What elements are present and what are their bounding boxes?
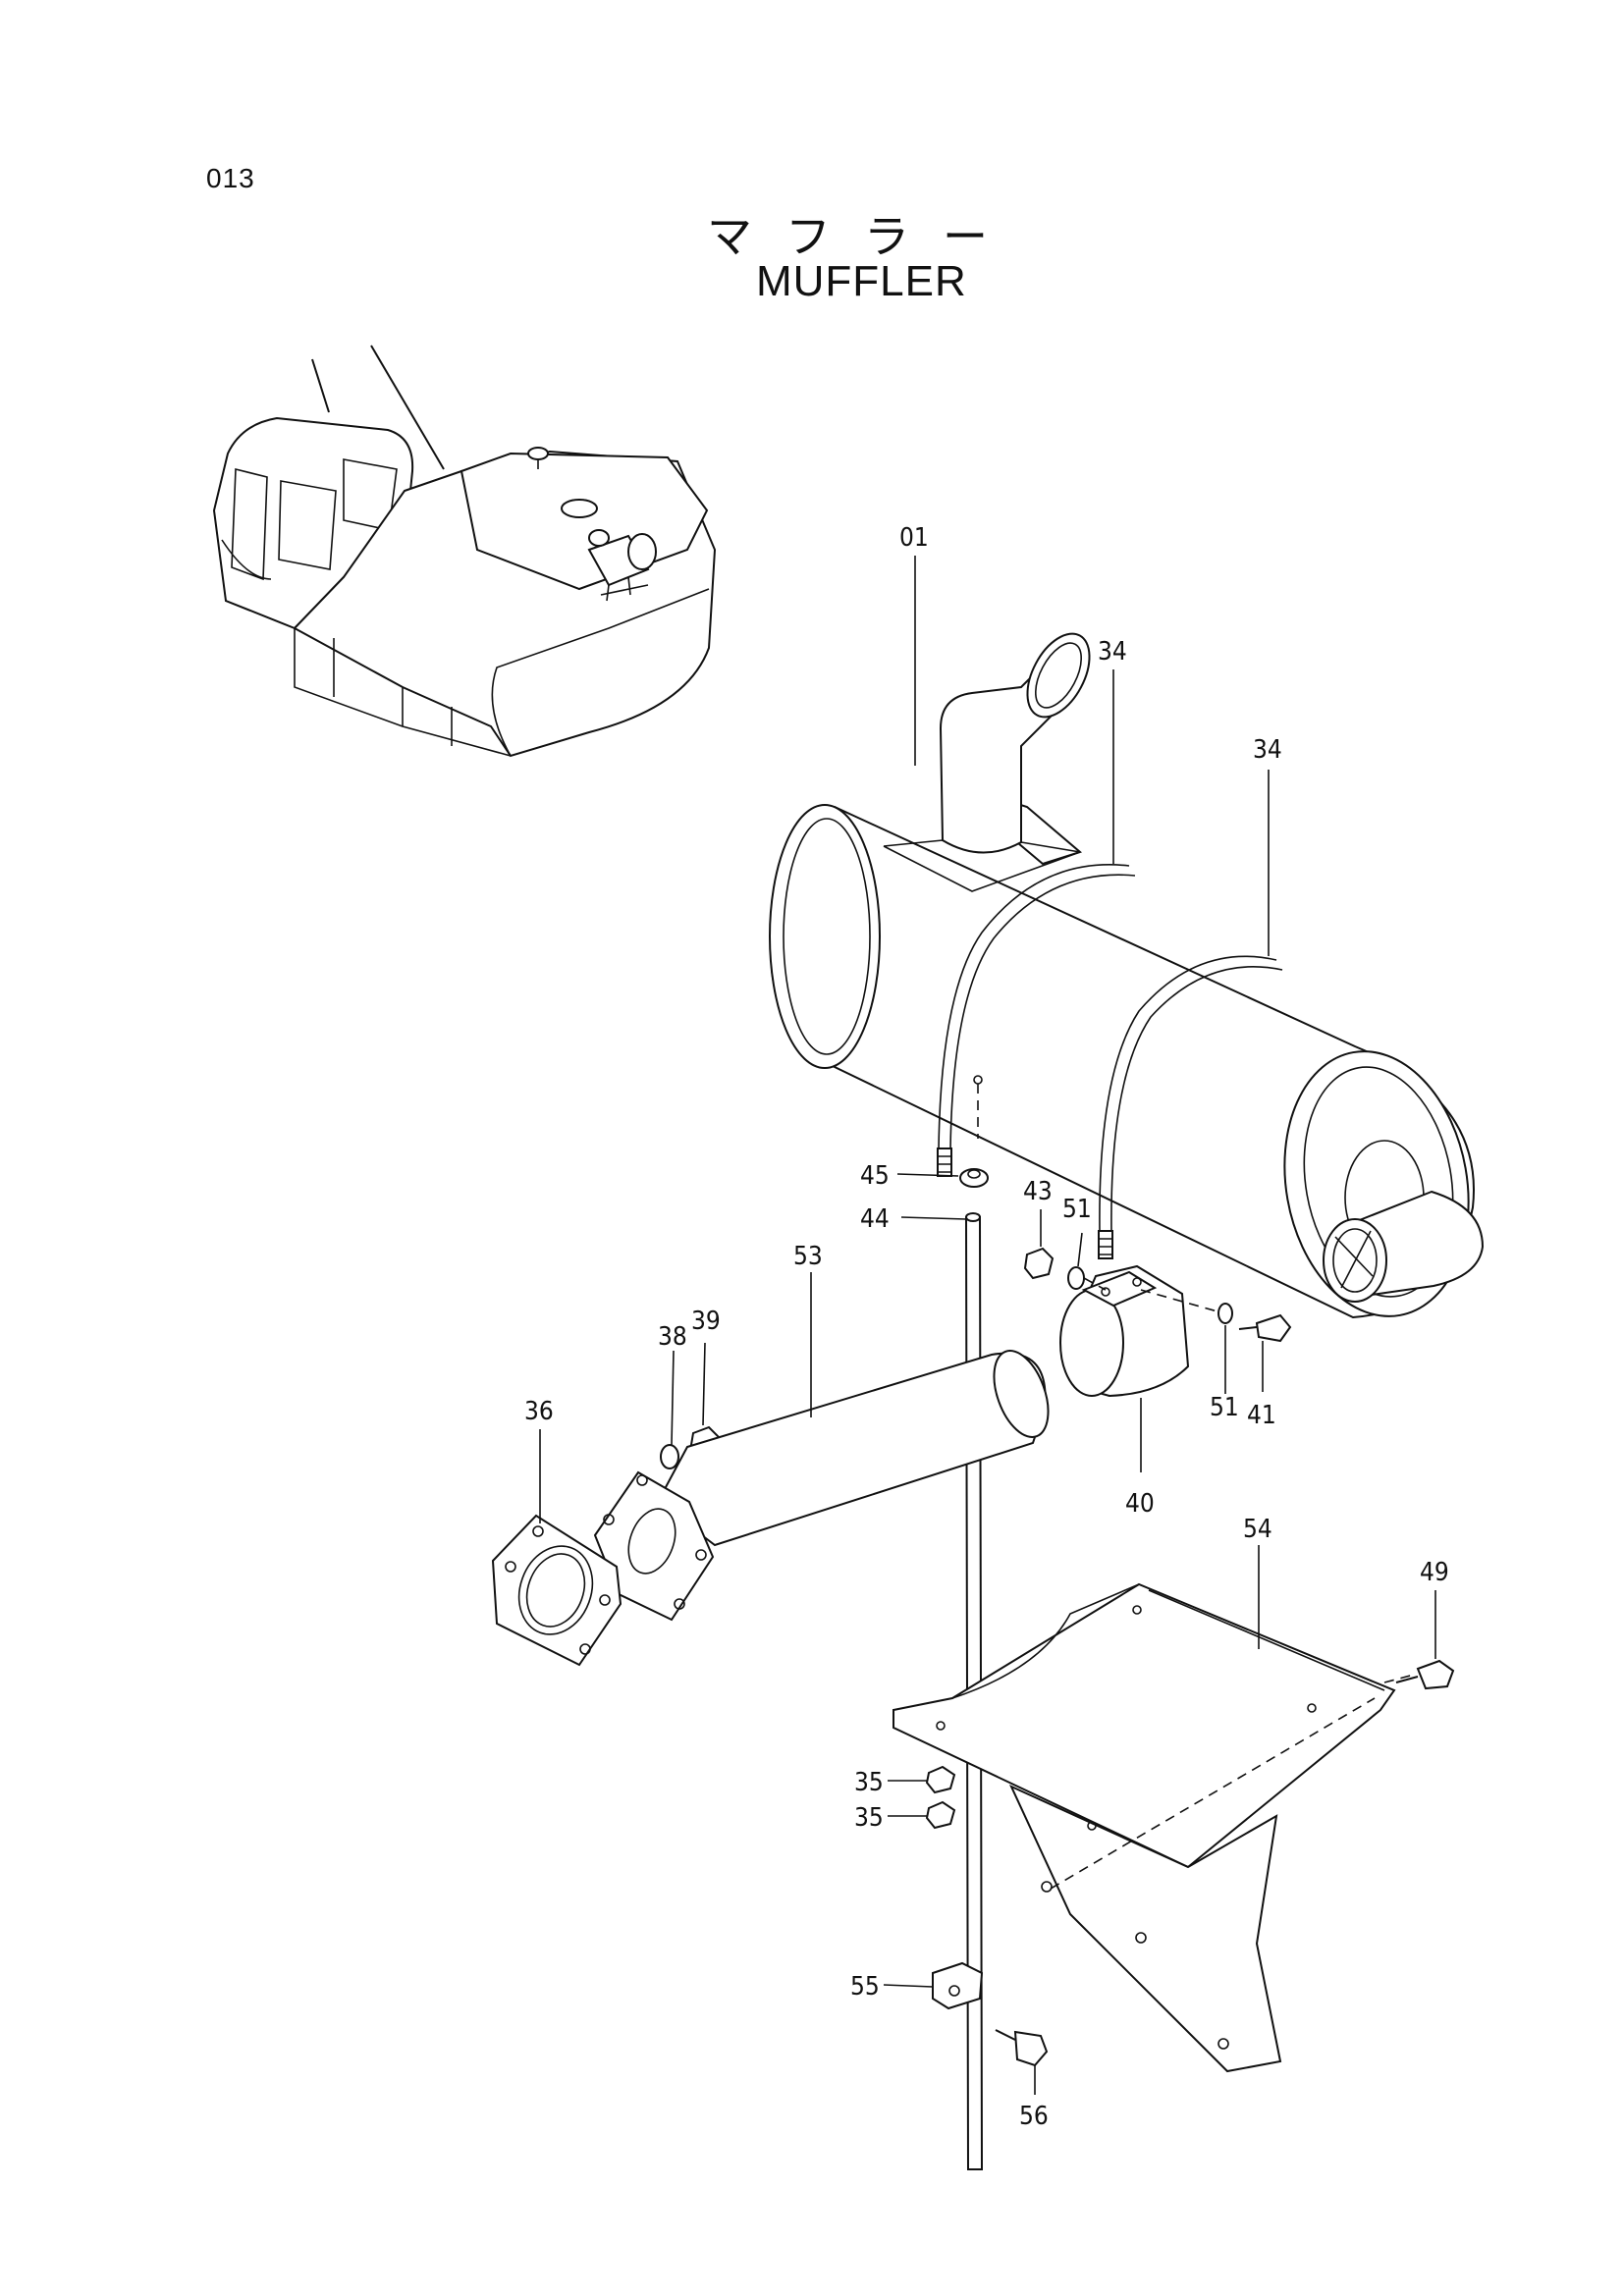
callout-40: 40	[1125, 1489, 1155, 1519]
callout-01: 01	[899, 523, 929, 553]
callout-51-right: 51	[1210, 1393, 1239, 1422]
muffler-01	[769, 632, 1485, 1319]
title-japanese: マフラー	[707, 210, 1021, 263]
bracket-54	[893, 1582, 1415, 2073]
small-hardware	[660, 1168, 1455, 2067]
callout-44: 44	[860, 1204, 890, 1234]
excavator-locator-illustration	[212, 345, 717, 758]
callout-35-upper: 35	[854, 1768, 884, 1797]
callout-45: 45	[860, 1161, 890, 1191]
clamp-40	[1059, 1264, 1218, 1398]
callout-56: 56	[1019, 2102, 1049, 2131]
callout-53: 53	[793, 1242, 823, 1271]
callout-51-left: 51	[1062, 1195, 1092, 1224]
title-english: MUFFLER	[756, 257, 967, 305]
callout-54: 54	[1243, 1515, 1272, 1544]
callout-36: 36	[524, 1397, 554, 1426]
callout-49: 49	[1420, 1558, 1449, 1587]
callout-38: 38	[658, 1322, 687, 1352]
callout-43: 43	[1023, 1177, 1053, 1206]
page-number: 013	[206, 163, 255, 193]
gasket-36	[491, 1514, 622, 1667]
callout-35-lower: 35	[854, 1803, 884, 1833]
callout-labels: 01 34 34 45 44 43 51 53 38 39 36 40 51 4…	[524, 523, 1449, 2131]
exhaust-pipe-53	[593, 1350, 1050, 1622]
callout-34-front: 34	[1098, 637, 1127, 667]
callout-41: 41	[1247, 1401, 1276, 1430]
callout-34-rear: 34	[1253, 735, 1282, 765]
rod-44	[964, 1075, 984, 2170]
callout-39: 39	[691, 1307, 721, 1336]
leader-lines	[539, 556, 1436, 2095]
callout-55: 55	[850, 1972, 880, 2002]
